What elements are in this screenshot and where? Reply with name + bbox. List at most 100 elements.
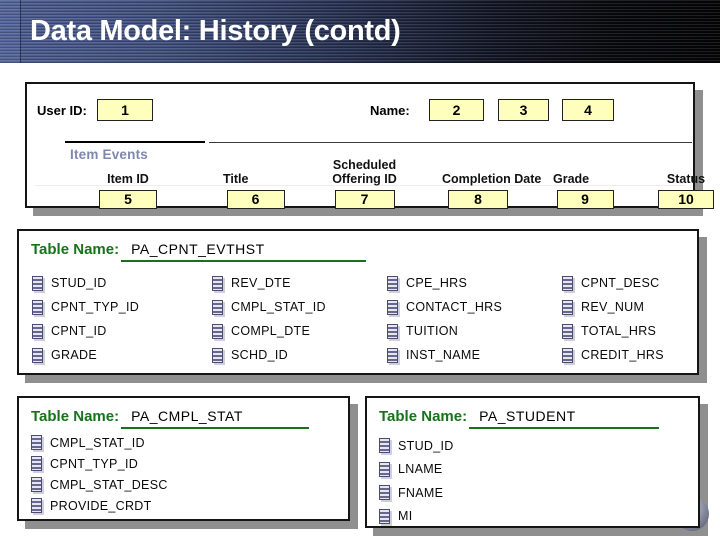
field-item: PROVIDE_CRDT: [31, 495, 168, 516]
table-name-value: PA_STUDENT: [469, 408, 660, 429]
field-rows-icon: [212, 347, 223, 363]
table-name-row: Table Name: PA_CPNT_EVTHST: [31, 241, 367, 262]
divider: [35, 185, 685, 186]
field-rows-icon: [379, 438, 390, 454]
column-header: Title: [223, 172, 249, 186]
field-item: LNAME: [379, 458, 454, 482]
field-name: TUITION: [406, 324, 459, 338]
field-item: SCHD_ID: [212, 347, 387, 363]
field-item: CREDIT_HRS: [562, 347, 689, 363]
field-item: TUITION: [387, 323, 562, 339]
field-rows-icon: [32, 299, 43, 315]
field-item: MI: [379, 505, 454, 529]
field-grid: STUD_ID REV_DTE CPE_HRS CPNT_DESC CPNT_T…: [32, 271, 689, 367]
field-name: REV_DTE: [231, 276, 291, 290]
item-events-column-completion-date: Completion Date 8: [430, 150, 542, 209]
field-name: CMPL_STAT_DESC: [50, 477, 168, 492]
field-name: CPE_HRS: [406, 276, 468, 290]
field-name: CONTACT_HRS: [406, 300, 503, 314]
field-item: GRADE: [32, 347, 212, 363]
field-name: SCHD_ID: [231, 348, 288, 362]
field-rows-icon: [31, 456, 42, 471]
table-name-value: PA_CPNT_EVTHST: [121, 241, 367, 262]
field-rows-icon: [379, 461, 390, 477]
field-item: CMPL_STAT_ID: [212, 299, 387, 315]
field-name: CPNT_ID: [51, 324, 107, 338]
field-item: REV_DTE: [212, 275, 387, 291]
field-rows-icon: [387, 275, 398, 291]
field-item: CMPL_STAT_ID: [31, 432, 168, 453]
table-name-label: Table Name:: [379, 408, 468, 425]
callout-box-10: 10: [658, 190, 714, 209]
form-panel: User ID: 1 Name: 2 3 4 Item Events Item …: [25, 82, 714, 209]
field-rows-icon: [379, 485, 390, 501]
field-rows-icon: [387, 347, 398, 363]
field-rows-icon: [32, 347, 43, 363]
field-name: CPNT_DESC: [581, 276, 660, 290]
field-item: STUD_ID: [32, 275, 212, 291]
column-header: Item ID: [107, 172, 149, 186]
field-item: CPNT_TYP_ID: [32, 299, 212, 315]
item-events-column-status: Status 10: [654, 150, 718, 209]
callout-box-4: 4: [562, 99, 614, 121]
field-rows-icon: [387, 299, 398, 315]
field-name: REV_NUM: [581, 300, 645, 314]
divider: [209, 142, 692, 143]
item-events-column-title: Title 6: [213, 150, 298, 209]
table-name-row: Table Name: PA_STUDENT: [379, 408, 660, 429]
field-rows-icon: [31, 435, 42, 450]
item-events-column-item-id: Item ID 5: [87, 150, 169, 209]
field-rows-icon: [387, 323, 398, 339]
table-panel-pa-student: Table Name: PA_STUDENT STUD_ID LNAME FNA…: [365, 396, 700, 528]
field-name: CPNT_TYP_ID: [51, 300, 140, 314]
divider: [65, 141, 205, 143]
field-name: LNAME: [398, 462, 443, 477]
field-item: CMPL_STAT_DESC: [31, 474, 168, 495]
field-item: CPNT_DESC: [562, 275, 689, 291]
field-item: CONTACT_HRS: [387, 299, 562, 315]
field-rows-icon: [32, 275, 43, 291]
table-name-label: Table Name:: [31, 241, 120, 258]
slide-header: Data Model: History (contd): [0, 0, 720, 63]
field-rows-icon: [32, 323, 43, 339]
field-item: INST_NAME: [387, 347, 562, 363]
callout-box-9: 9: [556, 190, 614, 209]
field-item: STUD_ID: [379, 434, 454, 458]
item-events-column-scheduled-offering-id: Scheduled Offering ID 7: [322, 150, 407, 209]
callout-box-1: 1: [97, 99, 153, 121]
field-rows-icon: [379, 508, 390, 524]
field-item: CPNT_ID: [32, 323, 212, 339]
table-name-row: Table Name: PA_CMPL_STAT: [31, 408, 310, 429]
field-name: MI: [398, 509, 413, 524]
callout-box-6: 6: [226, 190, 285, 209]
column-header: Scheduled Offering ID: [332, 158, 397, 186]
field-name: CPNT_TYP_ID: [50, 456, 139, 471]
field-item: COMPL_DTE: [212, 323, 387, 339]
field-rows-icon: [212, 323, 223, 339]
field-name: STUD_ID: [398, 438, 454, 453]
field-name: COMPL_DTE: [231, 324, 311, 338]
field-rows-icon: [212, 299, 223, 315]
table-panel-pa-cpnt-evthst: Table Name: PA_CPNT_EVTHST STUD_ID REV_D…: [17, 229, 699, 375]
field-item: REV_NUM: [562, 299, 689, 315]
user-id-label: User ID:: [37, 103, 87, 118]
callout-box-3: 3: [498, 99, 549, 121]
field-item: CPE_HRS: [387, 275, 562, 291]
field-item: CPNT_TYP_ID: [31, 453, 168, 474]
column-header: Grade: [553, 172, 590, 186]
field-name: GRADE: [51, 348, 97, 362]
field-list: STUD_ID LNAME FNAME MI: [379, 434, 454, 528]
field-rows-icon: [562, 347, 573, 363]
field-rows-icon: [212, 275, 223, 291]
item-events-column-grade: Grade 9: [551, 150, 619, 209]
field-name: TOTAL_HRS: [581, 324, 657, 338]
field-rows-icon: [31, 498, 42, 513]
field-item: FNAME: [379, 481, 454, 505]
callout-box-2: 2: [429, 99, 484, 121]
table-name-label: Table Name:: [31, 408, 120, 425]
field-name: INST_NAME: [406, 348, 481, 362]
field-name: CMPL_STAT_ID: [50, 435, 145, 450]
field-name: CREDIT_HRS: [581, 348, 664, 362]
column-header: Completion Date: [442, 172, 542, 186]
slide-title: Data Model: History (contd): [30, 15, 401, 47]
